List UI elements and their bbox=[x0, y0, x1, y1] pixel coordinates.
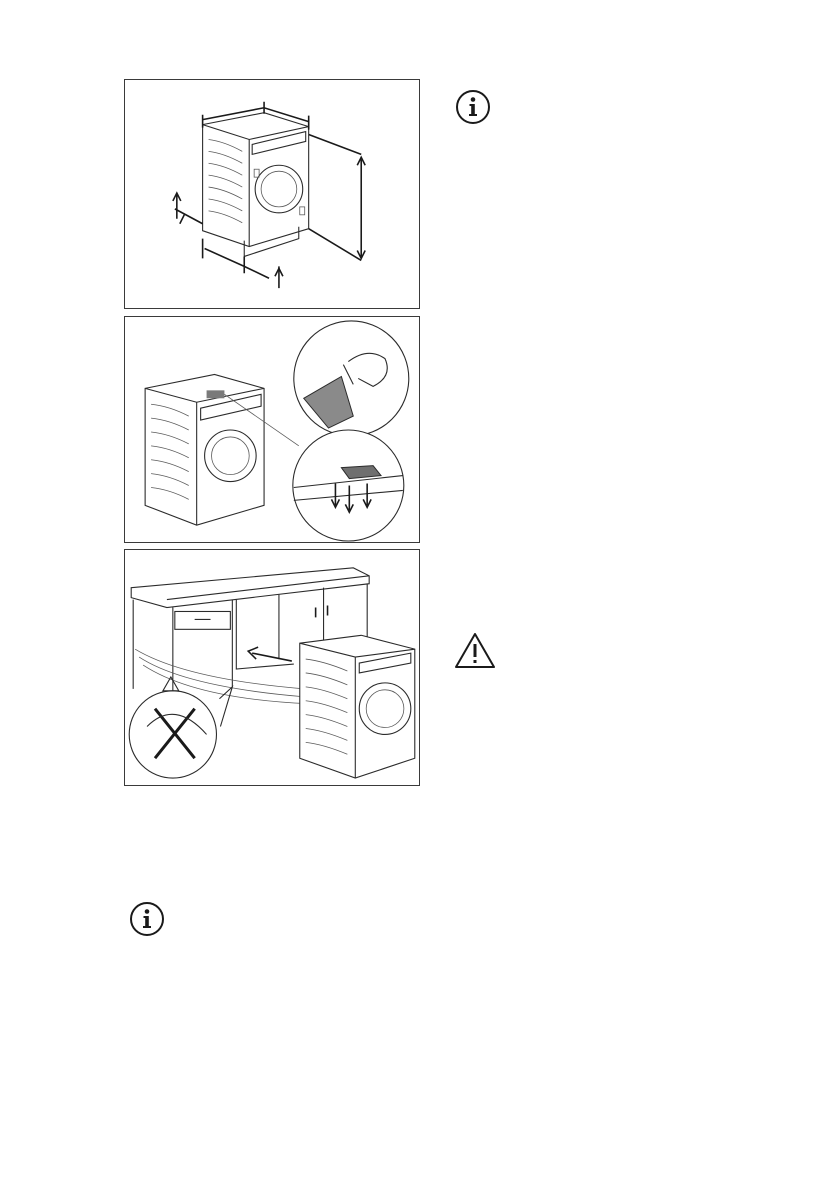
sound-insulation-figure bbox=[124, 316, 420, 543]
washing-machine-dimensions-illustration bbox=[125, 80, 419, 308]
slide-in-figure bbox=[124, 549, 420, 786]
dimensions-figure bbox=[124, 79, 420, 309]
info-icon bbox=[129, 901, 165, 937]
warning-icon bbox=[454, 632, 496, 670]
insulation-pad-illustration bbox=[125, 317, 419, 542]
kitchen-niche-illustration bbox=[125, 550, 419, 785]
info-icon bbox=[455, 89, 491, 125]
